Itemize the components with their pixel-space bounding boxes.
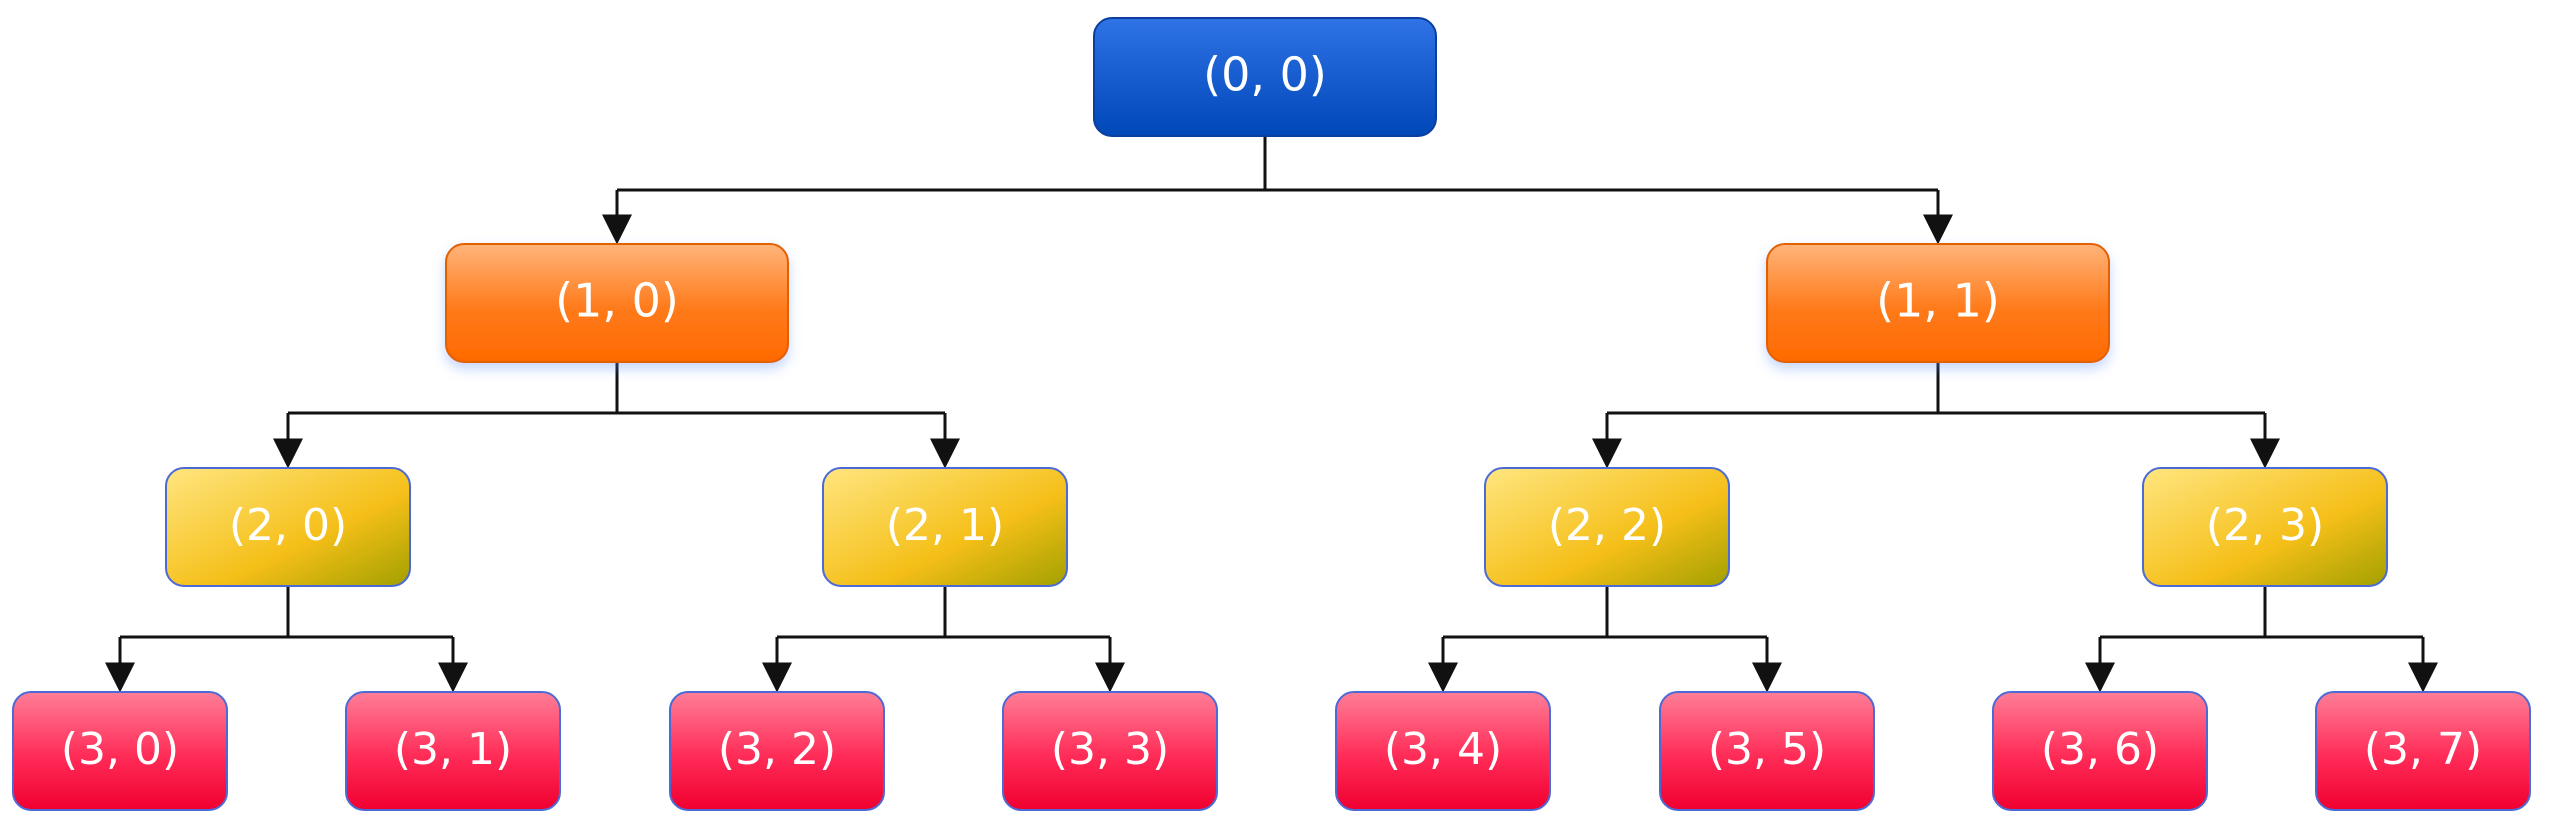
tree-node-3-1: (3, 1) xyxy=(345,691,561,811)
tree-node-label-2-2: (2, 2) xyxy=(1548,500,1666,551)
nodes-layer: (0, 0) (1, 0) (1, 1) (2, 0) (2, 1) (2, 2) (2, … xyxy=(12,17,2531,811)
tree-node-2-3: (2, 3) xyxy=(2142,467,2388,587)
tree-node-label-2-1: (2, 1) xyxy=(886,500,1004,551)
tree-node-box-1-1 xyxy=(1766,243,2110,363)
tree-node-1-1: (1, 1) xyxy=(1766,243,2110,363)
tree-node-label-1-0: (1, 0) xyxy=(555,274,679,328)
tree-node-label-3-2: (3, 2) xyxy=(718,724,836,775)
tree-node-label-3-4: (3, 4) xyxy=(1384,724,1502,775)
tree-node-box-3-7 xyxy=(2315,691,2531,811)
tree-node-box-3-0 xyxy=(12,691,228,811)
tree-node-3-7: (3, 7) xyxy=(2315,691,2531,811)
tree-node-1-0: (1, 0) xyxy=(445,243,789,363)
tree-node-box-2-1 xyxy=(822,467,1068,587)
tree-node-3-2: (3, 2) xyxy=(669,691,885,811)
tree-node-label-1-1: (1, 1) xyxy=(1876,274,2000,328)
edges-layer xyxy=(105,136,2438,693)
tree-node-3-3: (3, 3) xyxy=(1002,691,1218,811)
tree-node-box-3-3 xyxy=(1002,691,1218,811)
tree-node-box-3-2 xyxy=(669,691,885,811)
tree-node-box-3-6 xyxy=(1992,691,2208,811)
tree-node-box-1-0 xyxy=(445,243,789,363)
tree-node-box-2-2 xyxy=(1484,467,1730,587)
tree-node-label-3-5: (3, 5) xyxy=(1708,724,1826,775)
tree-node-2-2: (2, 2) xyxy=(1484,467,1730,587)
tree-node-3-5: (3, 5) xyxy=(1659,691,1875,811)
tree-node-box-3-1 xyxy=(345,691,561,811)
tree-node-label-3-7: (3, 7) xyxy=(2364,724,2482,775)
tree-node-label-0-0: (0, 0) xyxy=(1203,48,1327,102)
tree-node-label-3-0: (3, 0) xyxy=(61,724,179,775)
tree-node-box-3-5 xyxy=(1659,691,1875,811)
tree-node-2-1: (2, 1) xyxy=(822,467,1068,587)
tree-node-label-3-3: (3, 3) xyxy=(1051,724,1169,775)
tree-node-label-2-3: (2, 3) xyxy=(2206,500,2324,551)
tree-node-0-0: (0, 0) xyxy=(1093,17,1437,137)
tree-node-label-2-0: (2, 0) xyxy=(229,500,347,551)
tree-node-box-2-0 xyxy=(165,467,411,587)
tree-node-3-0: (3, 0) xyxy=(12,691,228,811)
tree-node-label-3-1: (3, 1) xyxy=(394,724,512,775)
tree-node-box-3-4 xyxy=(1335,691,1551,811)
tree-node-box-2-3 xyxy=(2142,467,2388,587)
tree-node-3-4: (3, 4) xyxy=(1335,691,1551,811)
tree-node-label-3-6: (3, 6) xyxy=(2041,724,2159,775)
tree-node-3-6: (3, 6) xyxy=(1992,691,2208,811)
tree-node-2-0: (2, 0) xyxy=(165,467,411,587)
tree-node-box-0-0 xyxy=(1093,17,1437,137)
